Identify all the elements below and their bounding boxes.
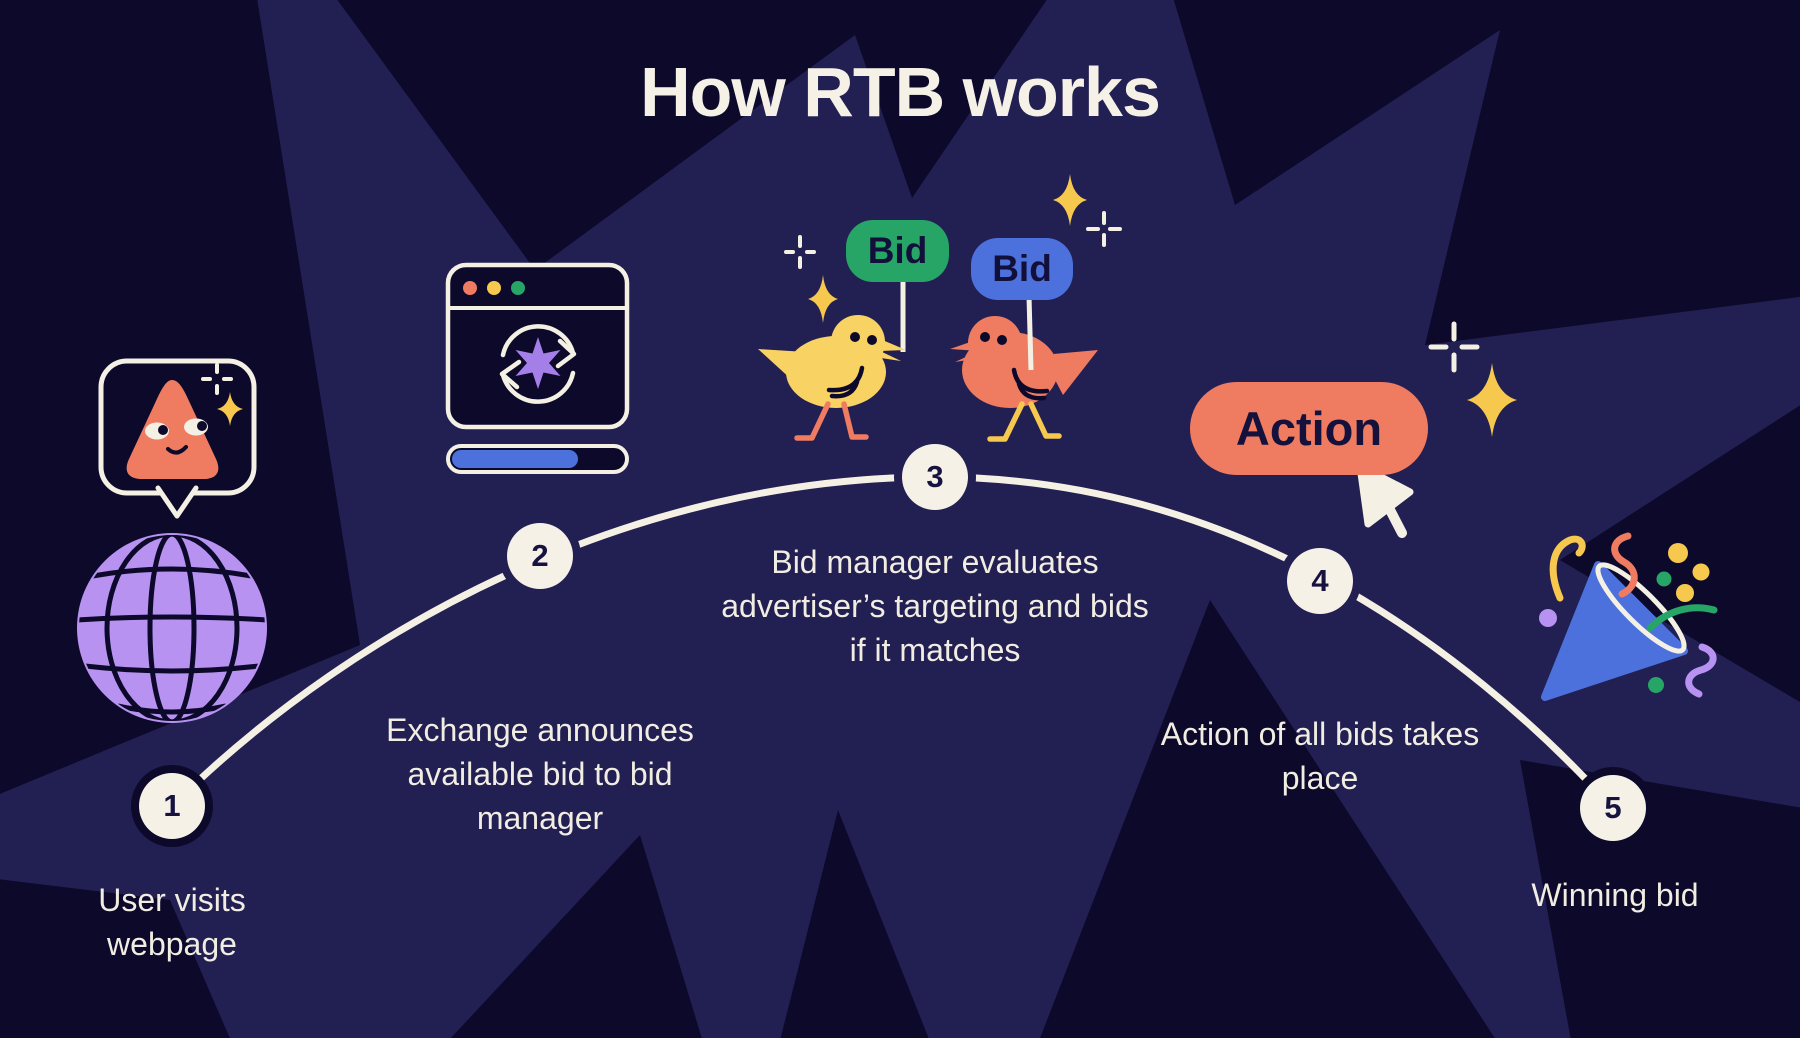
browser-dot-yellow [487,281,501,295]
party-popper-icon [1539,532,1718,701]
step-number: 2 [531,538,549,573]
star-icon [515,337,561,389]
step-number: 3 [926,459,944,494]
browser-dot-red [463,281,477,295]
bid-sign-green: Bid [846,220,949,282]
step-label-4: Action of all bids takes place [1160,716,1480,796]
step-marker-2: 2 [507,523,573,589]
globe-icon [77,533,267,723]
sparkle-icon [808,275,838,323]
bird-yellow-icon [758,315,906,441]
confetti-dots [1539,543,1710,693]
step-label-2: Exchange announces available bid to bid … [386,712,694,836]
twinkle-icon [1086,211,1122,247]
browser-window-icon [445,262,630,474]
page-title: How RTB works [640,53,1161,131]
bird-coral-icon [950,295,1098,442]
refresh-icon [499,324,577,404]
sparkle-icon [1467,363,1517,437]
progress-bar [446,444,629,474]
bid-sign-label: Bid [867,230,928,271]
step-label-5: Winning bid [1531,877,1699,913]
step-marker-1: 1 [139,773,205,839]
speech-bubble-icon [98,358,257,519]
confetti [1549,532,1718,698]
browser-dot-green [511,281,525,295]
twinkle-icon [1428,321,1480,373]
action-button-label: Action [1235,402,1383,455]
step-label-1: User visits webpage [98,882,246,962]
step-marker-3: 3 [902,444,968,510]
bid-sign-label: Bid [992,248,1052,289]
sparkle-icon [217,392,243,426]
sign-post [1026,295,1034,371]
twinkle-icon [784,235,816,269]
bidding-birds-illustration [758,174,1122,442]
sparkle-icon [1053,174,1087,226]
step-marker-5: 5 [1580,775,1646,841]
twinkle-icon [201,363,233,395]
step-number: 4 [1311,563,1329,598]
step-label-3: Bid manager evaluates advertiser’s targe… [721,544,1149,668]
step-number: 5 [1604,790,1622,825]
step-marker-4: 4 [1287,548,1353,614]
cursor-icon [1356,462,1414,538]
step-number: 1 [163,788,181,823]
action-cursor-group [1356,321,1517,538]
cone-character-icon [126,380,219,479]
bid-sign-blue: Bid [971,238,1073,300]
action-button-illustration: Action [1190,382,1428,475]
